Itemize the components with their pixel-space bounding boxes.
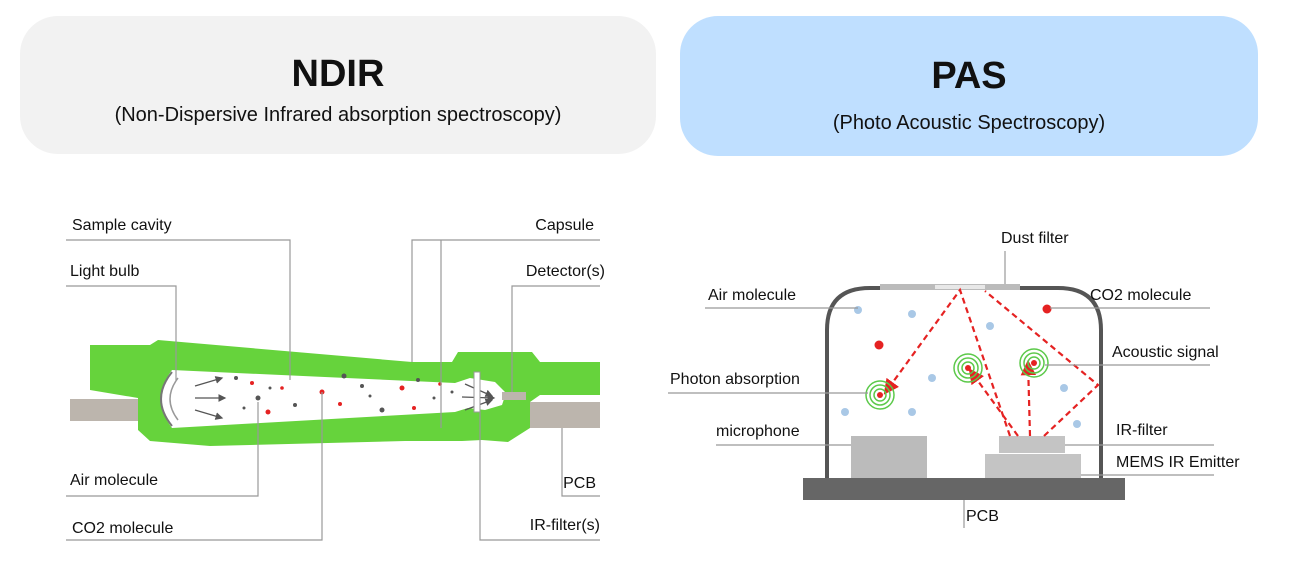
pas-pcb [803,478,1125,500]
ndir-pcb-left [70,399,150,421]
pas-label-co2-molecule: CO2 molecule [1090,287,1191,304]
ndir-label-air-molecule: Air molecule [70,472,158,489]
pas-photon-paths [883,287,1100,437]
pas-label-ir-filter: IR-filter [1116,422,1168,439]
ndir-label-capsule: Capsule [535,217,594,234]
ndir-pcb-right [527,402,600,428]
ndir-label-ir-filter: IR-filter(s) [530,517,600,534]
ndir-header-panel: NDIR (Non-Dispersive Infrared absorption… [20,16,656,154]
ndir-label-light-bulb: Light bulb [70,263,139,280]
ndir-diagram: Sample cavity Light bulb Air molecule CO… [66,217,605,541]
ndir-subtitle: (Non-Dispersive Infrared absorption spec… [114,104,562,126]
ndir-light-bulb [160,371,173,427]
ndir-ir-filter [473,371,481,413]
pas-molecules [841,304,1081,428]
pas-ir-filter [999,436,1065,453]
ndir-detector [502,392,526,400]
pas-label-pcb: PCB [966,508,999,525]
pas-label-acoustic-signal: Acoustic signal [1112,344,1219,361]
ndir-label-co2-molecule: CO2 molecule [72,520,173,537]
pas-microphone [851,436,927,478]
ndir-label-pcb: PCB [563,475,596,492]
pas-label-mems-ir-emitter: MEMS IR Emitter [1116,454,1240,471]
pas-header-panel: PAS (Photo Acoustic Spectroscopy) [680,16,1258,156]
ndir-label-sample-cavity: Sample cavity [72,217,172,234]
pas-subtitle: (Photo Acoustic Spectroscopy) [832,112,1106,134]
pas-leader-lines [668,251,1214,528]
ndir-title: NDIR [291,53,385,95]
pas-mems-ir-emitter [985,454,1081,478]
pas-title: PAS [931,55,1007,97]
ndir-label-detector: Detector(s) [526,263,605,280]
pas-label-photon-absorption: Photon absorption [670,371,800,388]
ndir-leader-lines [66,239,600,541]
pas-label-microphone: microphone [716,423,800,440]
pas-acoustic-rings [865,348,1049,410]
pas-label-dust-filter: Dust filter [1001,230,1069,247]
pas-diagram: Dust filter Air molecule CO2 molecule Ac… [668,230,1240,528]
pas-label-air-molecule: Air molecule [708,287,796,304]
ndir-sample-cavity [161,370,506,428]
